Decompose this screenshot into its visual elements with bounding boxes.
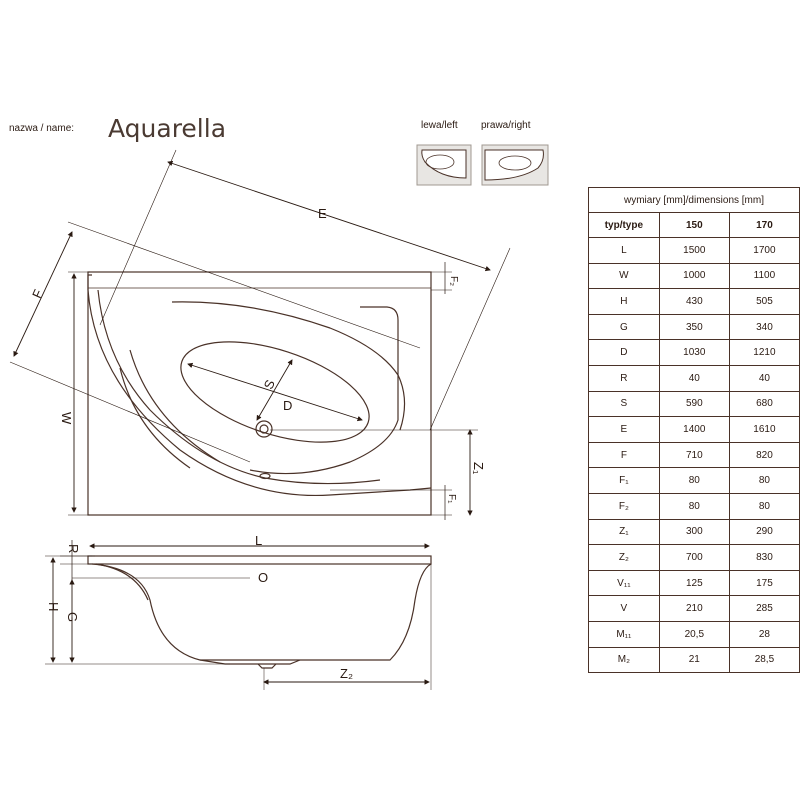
row-key: Z₁ — [588, 518, 660, 546]
row-value-150: 1400 — [658, 416, 730, 443]
name-label: nazwa / name: — [9, 123, 75, 134]
row-key: D — [588, 339, 660, 366]
row-value-170: 285 — [728, 595, 800, 622]
label-z2: Z₂ — [340, 666, 353, 681]
row-value-170: 290 — [728, 518, 800, 546]
row-value-170: 80 — [728, 492, 800, 520]
table-header-type: typ/type — [588, 212, 660, 238]
row-key: V₁₁ — [588, 569, 660, 597]
table-header-170: 170 — [728, 212, 800, 238]
row-value-150: 1000 — [658, 262, 730, 290]
label-d: D — [283, 398, 292, 413]
label-f2: F₂ — [448, 276, 459, 286]
label-e: E — [318, 206, 327, 221]
row-key: F₂ — [588, 492, 660, 520]
row-value-150: 125 — [658, 569, 730, 597]
label-w: W — [59, 412, 74, 425]
left-variant-label: lewa/left — [421, 120, 458, 131]
label-z1: Z₁ — [471, 462, 486, 475]
row-value-170: 175 — [728, 569, 800, 597]
dimensions-table: wymiary [mm]/dimensions [mm] typ/type 15… — [588, 187, 800, 674]
row-key: V — [588, 595, 660, 622]
right-variant-thumbnail — [481, 144, 549, 186]
row-key: F — [588, 441, 660, 469]
row-value-150: 700 — [658, 544, 730, 571]
row-value-170: 1700 — [728, 237, 800, 264]
side-view — [87, 555, 432, 669]
label-r: R — [66, 544, 81, 553]
row-value-170: 505 — [728, 288, 800, 315]
table-header-150: 150 — [658, 212, 730, 238]
row-value-150: 210 — [658, 595, 730, 622]
label-h: H — [46, 602, 61, 611]
row-value-170: 40 — [728, 364, 800, 392]
label-f1: F₁ — [446, 494, 457, 504]
row-value-170: 820 — [728, 441, 800, 469]
row-key: W — [588, 262, 660, 290]
row-key: L — [588, 237, 660, 264]
row-value-150: 20,5 — [658, 620, 730, 648]
row-key: S — [588, 390, 660, 418]
right-variant-label: prawa/right — [481, 120, 531, 131]
row-value-170: 1610 — [728, 416, 800, 443]
row-value-170: 80 — [728, 467, 800, 494]
label-g: G — [65, 612, 80, 622]
row-key: M₁₁ — [588, 620, 660, 648]
side-dimensions — [45, 540, 432, 690]
row-value-150: 710 — [658, 441, 730, 469]
row-value-150: 21 — [658, 646, 730, 674]
row-key: F₁ — [588, 467, 660, 494]
label-l: L — [255, 533, 262, 548]
top-dimensions — [9, 149, 511, 520]
row-value-150: 590 — [658, 390, 730, 418]
top-view — [87, 271, 432, 516]
row-key: E — [588, 416, 660, 443]
left-variant-thumbnail — [416, 144, 472, 186]
row-value-170: 1100 — [728, 262, 800, 290]
row-value-150: 350 — [658, 313, 730, 341]
row-value-150: 40 — [658, 364, 730, 392]
row-value-170: 28,5 — [728, 646, 800, 674]
row-value-170: 28 — [728, 620, 800, 648]
label-f: F — [29, 287, 46, 300]
row-key: M₂ — [588, 646, 660, 674]
row-value-150: 80 — [658, 492, 730, 520]
row-key: H — [588, 288, 660, 315]
row-value-150: 430 — [658, 288, 730, 315]
row-value-150: 1500 — [658, 237, 730, 264]
table-title: wymiary [mm]/dimensions [mm] — [588, 187, 800, 213]
label-o: O — [258, 570, 268, 585]
row-value-150: 80 — [658, 467, 730, 494]
row-value-170: 1210 — [728, 339, 800, 366]
row-value-150: 1030 — [658, 339, 730, 366]
row-key: Z₂ — [588, 544, 660, 571]
row-key: R — [588, 364, 660, 392]
row-value-150: 300 — [658, 518, 730, 546]
row-value-170: 680 — [728, 390, 800, 418]
row-key: G — [588, 313, 660, 341]
product-name: Aquarella — [108, 114, 227, 143]
row-value-170: 340 — [728, 313, 800, 341]
row-value-170: 830 — [728, 544, 800, 571]
